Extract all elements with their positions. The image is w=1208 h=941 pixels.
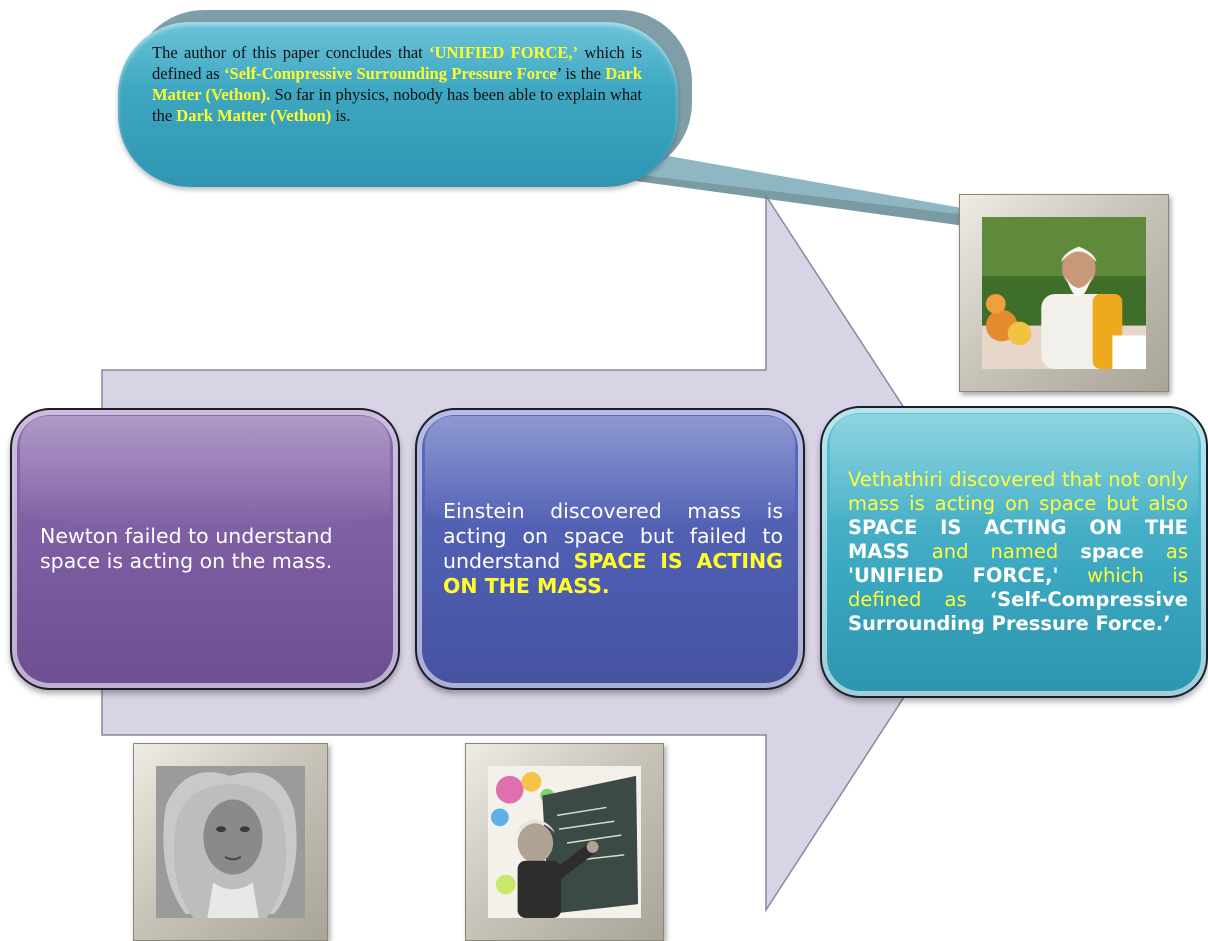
einstein-box: Einstein discovered mass is acting on sp… <box>415 408 805 690</box>
newton-portrait-frame <box>133 743 328 941</box>
callout-text: The author of this paper concludes that … <box>152 43 642 125</box>
callout-bubble <box>118 22 678 187</box>
vethathiri-portrait-frame <box>959 194 1169 392</box>
einstein-highlight: SPACE IS ACTING ON THE MASS. <box>443 549 783 598</box>
vethathiri-box: Vethathiri discovered that not only mass… <box>820 406 1208 698</box>
einstein-portrait-frame <box>465 743 664 941</box>
einstein-text: Einstein discovered mass is acting on sp… <box>443 499 783 598</box>
vethathiri-portrait <box>982 217 1146 369</box>
einstein-portrait <box>488 766 641 918</box>
newton-box: Newton failed to understand space is act… <box>10 408 400 690</box>
callout-highlight: Dark Matter (Vethon) <box>176 106 332 125</box>
newton-portrait <box>156 766 305 918</box>
callout-highlight: ‘Self-Compressive Surrounding Pressure F… <box>224 64 557 83</box>
vethathiri-text: Vethathiri discovered that not only mass… <box>848 468 1188 635</box>
callout-highlight: Dark Matter (Vethon). <box>152 64 642 104</box>
newton-text: Newton failed to understand space is act… <box>40 524 333 573</box>
callout-highlight: ‘UNIFIED FORCE,’ <box>429 43 578 62</box>
